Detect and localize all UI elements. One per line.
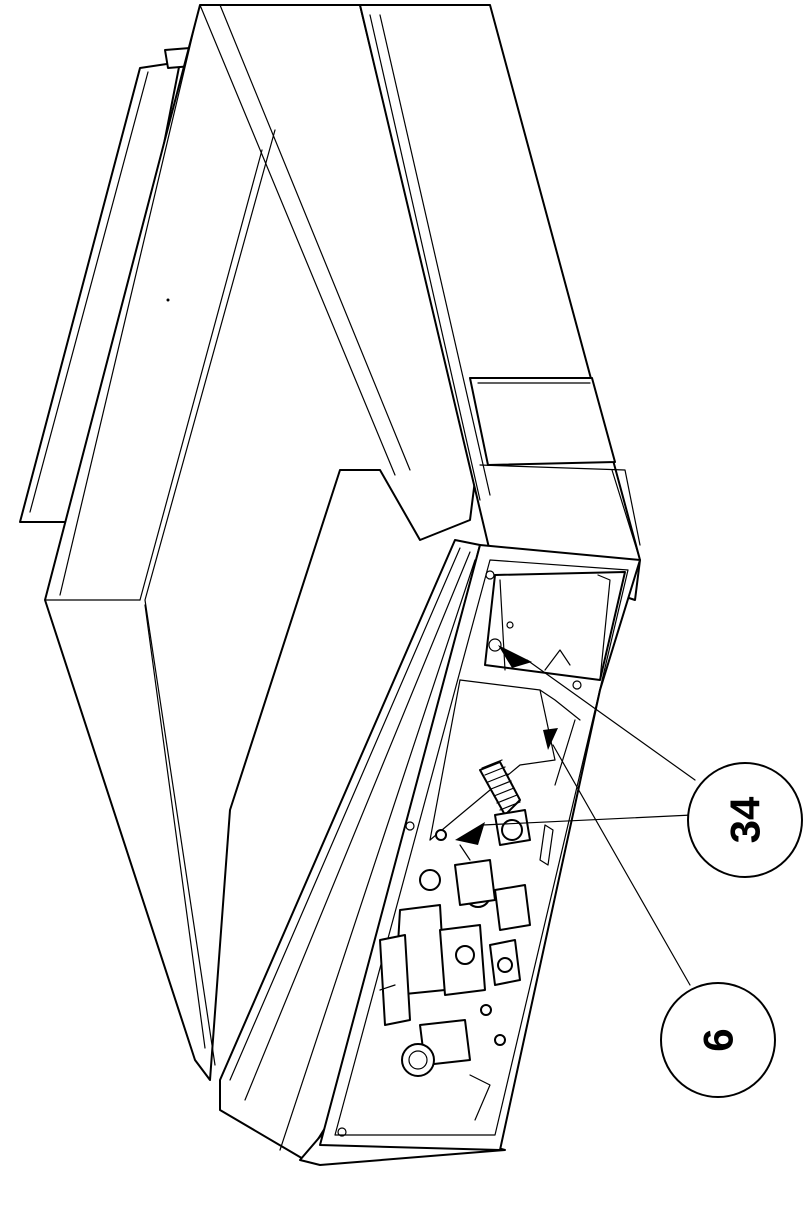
side-housing [359, 4, 641, 601]
callout-6-label: 6 [695, 1028, 742, 1051]
callout-6-circle [660, 982, 776, 1098]
callout-34-circle [687, 762, 803, 878]
callout-34-label: 34 [722, 796, 769, 843]
bracket-plate [484, 571, 626, 681]
pointer-arrows [455, 645, 558, 845]
callout-34: 34 [687, 762, 803, 878]
valve-assembly [379, 829, 531, 1121]
coil-hose [479, 759, 531, 846]
leader-lines [482, 659, 696, 986]
top-cover [44, 4, 476, 1081]
callout-6: 6 [660, 982, 776, 1098]
